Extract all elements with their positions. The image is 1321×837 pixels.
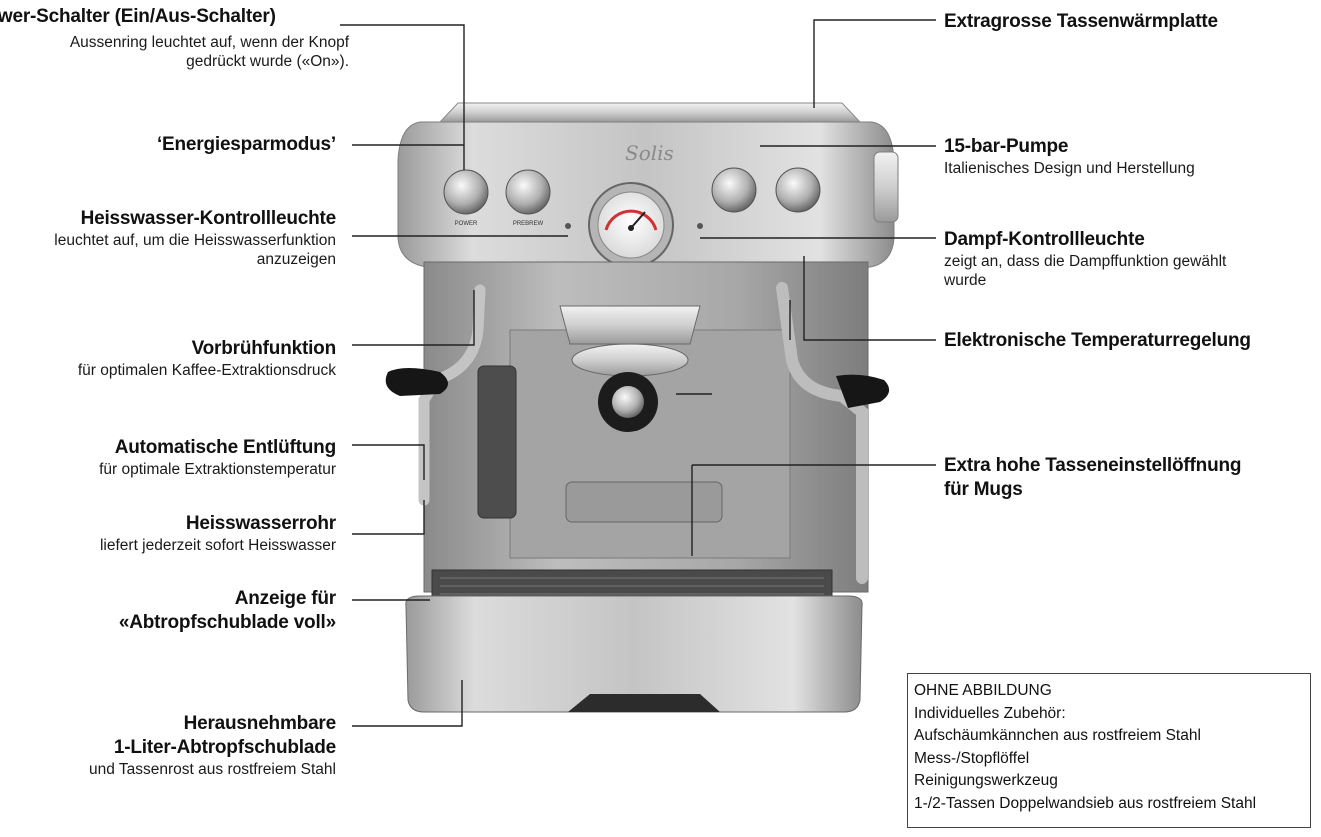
accessories-line-2: Aufschäumkännchen aus rostfreiem Stahl [914,727,1201,744]
callout-hot-water-light-desc-1: leuchtet auf, um die Heisswasserfunktion [54,231,336,249]
accessories-line-1: Individuelles Zubehör: [914,704,1066,722]
callout-power-switch-desc-1: Aussenring leuchtet auf, wenn der Knopf [69,34,349,51]
callout-hot-water-light-title: Heisswasser-Kontrollleuchte [80,208,337,229]
callout-cup-height-title: Extra hohe Tasseneinstellöffnung [944,455,1242,476]
callout-energy-saving: ‘Energiesparmodus’ [0,133,336,157]
hot-water-knob [711,167,757,213]
callout-hot-water-wand: Heisswasserrohr liefert jederzeit sofort… [0,512,336,555]
callout-temp-control-title: Elektronische Temperaturregelung [944,330,1251,351]
accessories-line-4: Reinigungswerkzeug [914,772,1058,789]
steam-light [697,223,703,229]
accessories-box: OHNE ABBILDUNG Individuelles Zubehör: Au… [907,673,1311,828]
callout-cup-height-title-2: für Mugs [944,478,1023,500]
machine-feet [568,694,720,712]
callout-power-switch: Power-Schalter (Ein/Aus-Schalter) [0,5,334,29]
callout-drip-tray-desc: und Tassenrost aus rostfreiem Stahl [89,760,336,778]
callout-drip-full-title-2: «Abtropfschublade voll» [118,611,336,633]
leader-hot-water-wand [352,500,425,535]
prebrew-knob: PREBREW [505,169,551,227]
steam-knob [775,167,821,213]
svg-text:PREBREW: PREBREW [513,221,544,227]
callout-pump-title: 15-bar-Pumpe [944,136,1069,157]
callout-drip-full-title: Anzeige für [234,588,336,609]
side-dial [873,151,899,223]
accessories-heading: OHNE ABBILDUNG [914,682,1052,699]
hot-water-wand-grip [385,368,448,396]
callout-energy-saving-title: ‘Energiesparmodus’ [156,134,336,155]
callout-drip-tray-title: Herausnehmbare [183,713,337,734]
leader-prebrew [352,290,475,346]
callout-cup-warmer-title: Extragrosse Tassenwärmplatte [944,11,1218,32]
callout-steam-light: Dampf-Kontrollleuchte zeigt an, dass die… [944,228,1314,291]
leader-vent [352,444,425,480]
callout-drip-tray-title-2: 1-Liter-Abtropfschublade [113,736,336,758]
callout-steam-light-desc-2: wurde [944,272,987,290]
callout-pump-desc: Italienisches Design und Herstellung [944,159,1195,177]
callout-prebrew: Vorbrühfunktion für optimalen Kaffee-Ext… [0,337,336,380]
group-head [559,305,701,345]
callout-pump: 15-bar-Pumpe Italienisches Design und He… [944,135,1314,178]
callout-drip-full-indicator: Anzeige für «Abtropfschublade voll» [0,587,336,635]
hot-water-light [565,223,571,229]
leader-power [340,24,465,170]
callout-power-switch-desc-2: gedrückt wurde («On»). [186,53,349,71]
accessories-line-5: 1-/2-Tassen Doppelwandsieb aus rostfreie… [914,794,1257,812]
portafilter-cap [612,386,644,418]
water-level-window [477,365,517,519]
callout-temp-control: Elektronische Temperaturregelung [944,329,1314,353]
callout-hot-water-light: Heisswasser-Kontrollleuchte leuchtet auf… [0,207,336,270]
callout-hot-water-wand-title: Heisswasserrohr [185,513,336,534]
leader-cup-warmer [813,19,936,108]
callout-power-switch-title: Power-Schalter (Ein/Aus-Schalter) [0,6,276,27]
callout-power-switch-desc: Aussenring leuchtet auf, wenn der Knopf … [0,33,349,72]
callout-auto-vent-desc: für optimale Extraktionstemperatur [99,460,336,478]
callout-auto-vent: Automatische Entlüftung für optimale Ext… [0,436,336,479]
drip-tray-drawer [405,595,863,713]
steam-wand-grip [836,374,890,408]
callout-cup-warmer: Extragrosse Tassenwärmplatte [944,10,1314,34]
leader-temp [803,256,936,341]
callout-hot-water-light-desc-2: anzuzeigen [256,251,336,269]
callout-auto-vent-title: Automatische Entlüftung [114,437,336,458]
callout-prebrew-desc: für optimalen Kaffee-Extraktionsdruck [77,361,336,379]
callout-hot-water-wand-desc: liefert jederzeit sofort Heisswasser [99,536,336,554]
steam-wand [776,282,868,584]
brand-logo: Solis [625,141,674,165]
callout-steam-light-title: Dampf-Kontrollleuchte [944,229,1145,250]
callout-drip-tray: Herausnehmbare 1-Liter-Abtropfschublade … [0,712,336,779]
callout-steam-light-desc-1: zeigt an, dass die Dampffunktion gewählt [944,252,1227,270]
power-knob: POWER [443,169,489,227]
leader-drip-tray [352,680,463,727]
accessories-line-3: Mess-/Stopflöffel [914,749,1030,767]
cup-opening [565,481,723,523]
callout-prebrew-title: Vorbrühfunktion [191,338,337,359]
svg-text:POWER: POWER [455,221,478,227]
callout-cup-height: Extra hohe Tasseneinstellöffnung für Mug… [944,454,1314,502]
